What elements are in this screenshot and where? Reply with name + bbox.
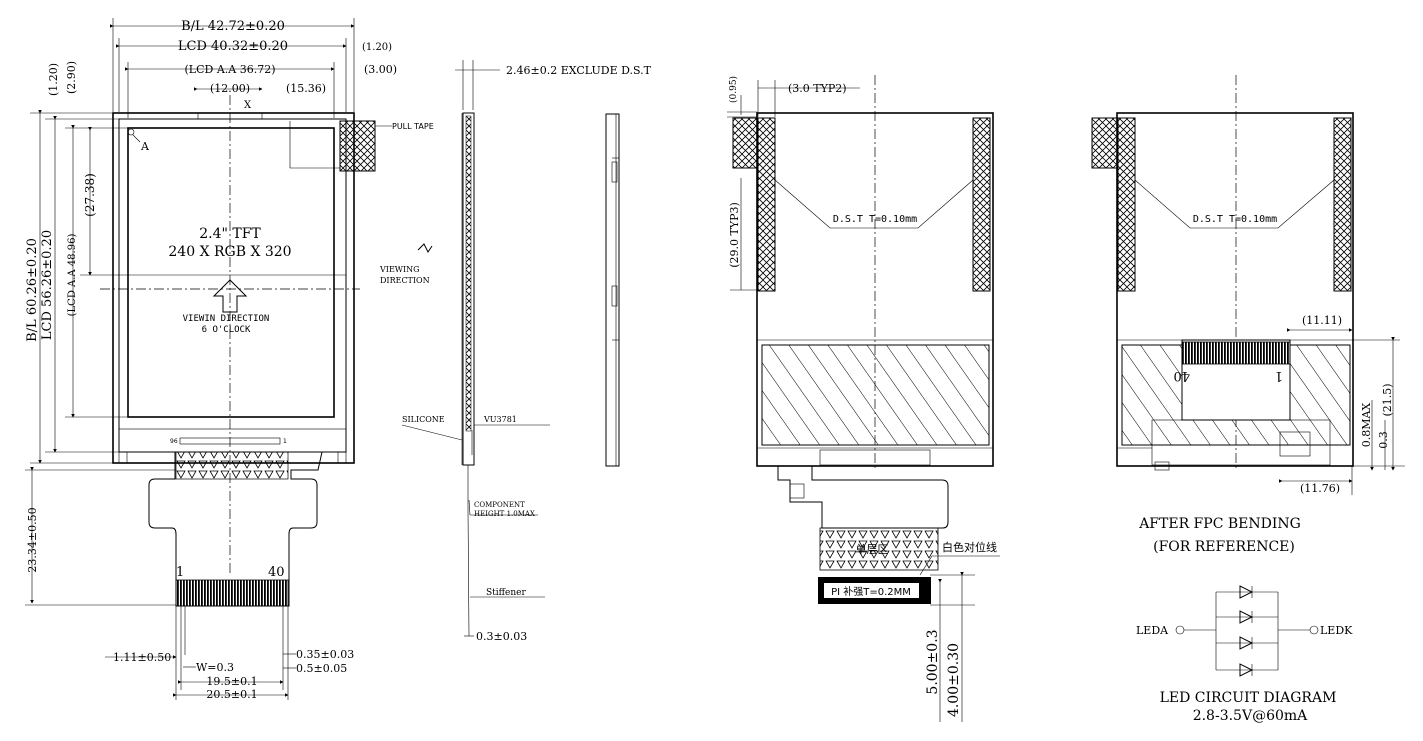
pi-stiffener-label: PI 补强T=0.2MM xyxy=(831,585,911,598)
led-diode-3 xyxy=(1216,636,1278,650)
dim-0-8max: 0.8MAX xyxy=(1360,403,1373,448)
bent-dst: D.S.T T=0.10mm xyxy=(1193,214,1277,225)
active-area-height: (LCD A.A 48.96) xyxy=(67,234,78,317)
point-a: A xyxy=(140,140,150,153)
active-area-width: (LCD A.A 36.72) xyxy=(185,63,276,76)
pin-96: 96 xyxy=(170,438,178,445)
led-circuit: LEDA LEDK LED CIRCUIT DIAGRAM 2.8-3.5V@6… xyxy=(1136,585,1353,724)
led-diode-4 xyxy=(1216,663,1278,677)
bent-pin-40: 40 xyxy=(1173,368,1190,383)
dim-11-11: (11.11) xyxy=(1302,314,1342,327)
ic-label: VU3781 xyxy=(483,415,517,424)
ledk-label: LEDK xyxy=(1320,624,1353,637)
fpc-outline xyxy=(148,451,323,607)
pull-tape-area xyxy=(339,120,376,172)
side-view: 2.46±0.2 EXCLUDE D.S.T 0.3±0.03 VIEWING … xyxy=(379,60,652,643)
pin-1-small: 1 xyxy=(283,438,287,445)
eye-icon xyxy=(417,243,433,253)
fpc-component-area xyxy=(175,451,289,480)
dim-11-76: (11.76) xyxy=(1300,482,1340,495)
dim-2-90: (2.90) xyxy=(65,61,78,94)
dim-15-36: (15.36) xyxy=(286,82,326,95)
dim-12-00: (12.00) xyxy=(210,82,250,95)
bent-title-1: AFTER FPC BENDING xyxy=(1138,516,1301,532)
dim-0-3: 0.3 xyxy=(1377,431,1390,449)
dim-20-5: 20.5±0.1 xyxy=(206,688,257,701)
dim-1-20-left: (1.20) xyxy=(47,63,60,96)
back-view: (0.95) (3.0 TYP2) (29.0 TYP3) D.S.T T=0.… xyxy=(727,75,1000,722)
pull-tape-label: PULL TAPE xyxy=(392,122,434,131)
silicone-label: SILICONE xyxy=(402,415,445,424)
lcd-width-dim: LCD 40.32±0.20 xyxy=(178,39,288,54)
dim-19-5: 19.5±0.1 xyxy=(206,675,257,688)
panel-resolution: 240 X RGB X 320 xyxy=(168,244,291,260)
stiffener-label: Stiffener xyxy=(486,588,527,598)
bl-width-dim: B/L 42.72±0.20 xyxy=(181,19,285,34)
side-view-2 xyxy=(605,113,620,467)
front-view: B/L 42.72±0.20 LCD 40.32±0.20 (1.20) (LC… xyxy=(25,18,434,701)
fpc-height-dim: 23.34±0.50 xyxy=(26,507,39,572)
view-direction-arrow xyxy=(212,279,248,313)
side-viewing-2: DIRECTION xyxy=(380,276,430,285)
bent-pin-1: 1 xyxy=(1275,368,1283,383)
bent-view: D.S.T T=0.10mm 40 1 (11.11) (21.5) 0.8MA… xyxy=(1091,75,1405,555)
dim-3-00: (3.00) xyxy=(364,63,397,76)
viewing-direction-text: VIEWIN DIRECTION xyxy=(183,314,270,324)
dim-1-11: 1.11±0.50 xyxy=(113,651,171,664)
panel-size: 2.4" TFT xyxy=(199,226,261,242)
thickness-dim: 2.46±0.2 EXCLUDE D.S.T xyxy=(506,64,652,77)
side-viewing-1: VIEWING xyxy=(379,265,420,274)
fpc-gold-fingers xyxy=(175,579,289,607)
led-diode-1 xyxy=(1216,585,1278,599)
dim-4-00: 4.00±0.30 xyxy=(946,643,962,717)
w-0-3: W=0.3 xyxy=(196,661,234,674)
bent-title-2: (FOR REFERENCE) xyxy=(1153,539,1295,555)
dim-1-20-right: (1.20) xyxy=(362,42,392,53)
fpc-pin-40: 40 xyxy=(268,565,285,580)
leda-label: LEDA xyxy=(1136,624,1169,637)
dim-3-0: (3.0 TYP2) xyxy=(788,82,847,95)
back-hatched-area xyxy=(761,344,990,446)
fpc-pin-1: 1 xyxy=(176,565,184,580)
led-circuit-title: LED CIRCUIT DIAGRAM xyxy=(1160,690,1337,706)
component-label-2: HEIGHT 1.0MAX xyxy=(474,510,535,518)
fpc-thickness-dim: 0.3±0.03 xyxy=(476,630,527,643)
x-mark: X xyxy=(244,100,252,111)
bl-height-dim: B/L 60.26±0.20 xyxy=(25,238,40,342)
dim-5-00: 5.00±0.3 xyxy=(925,629,941,694)
dim-29-0: (29.0 TYP3) xyxy=(728,202,741,268)
back-fpc-outline xyxy=(777,466,949,529)
component-label-1: COMPONENT xyxy=(474,501,525,509)
dim-27-38: (27.38) xyxy=(83,173,97,217)
dim-0-5: 0.5±0.05 xyxy=(296,662,347,675)
dim-0-95: (0.95) xyxy=(728,76,739,103)
white-line-label: 白色对位线 xyxy=(942,540,997,554)
dim-21-5: (21.5) xyxy=(1381,383,1394,416)
led-diode-2 xyxy=(1216,610,1278,624)
bent-gold-fingers xyxy=(1181,341,1291,365)
lcd-height-dim: LCD 56.26±0.20 xyxy=(40,230,55,340)
viewing-clock-text: 6 O'CLOCK xyxy=(202,325,251,335)
led-circuit-spec: 2.8-3.5V@60mA xyxy=(1193,708,1308,724)
single-layer-area: 单层区 xyxy=(856,543,889,556)
dim-0-35: 0.35±0.03 xyxy=(296,648,354,661)
